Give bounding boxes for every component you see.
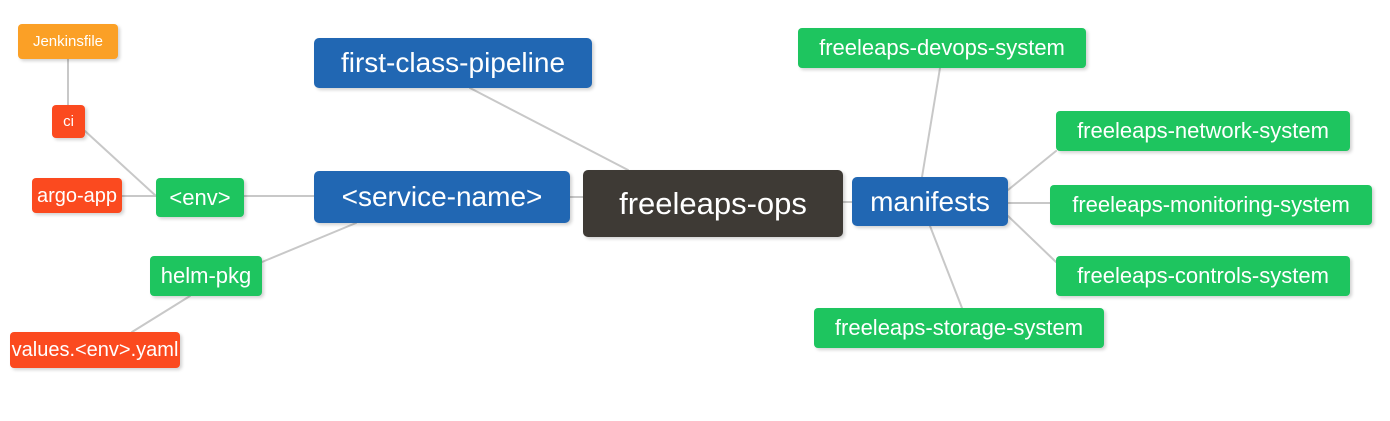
node-first-class-pipeline[interactable]: first-class-pipeline — [314, 38, 592, 88]
node-freeleaps-storage-system[interactable]: freeleaps-storage-system — [814, 308, 1104, 348]
node-env[interactable]: <env> — [156, 178, 244, 217]
node-manifests[interactable]: manifests — [852, 177, 1008, 226]
node-argo-app[interactable]: argo-app — [32, 178, 122, 213]
node-values-yaml[interactable]: values.<env>.yaml — [10, 332, 180, 368]
node-freeleaps-devops-system[interactable]: freeleaps-devops-system — [798, 28, 1086, 68]
node-ci[interactable]: ci — [52, 105, 85, 138]
node-jenkinsfile[interactable]: Jenkinsfile — [18, 24, 118, 59]
edge-manifests-to-freeleaps-network-system — [1007, 150, 1057, 191]
node-service-name[interactable]: <service-name> — [314, 171, 570, 223]
edge-first-class-pipeline-to-freeleaps-ops — [469, 87, 629, 171]
edge-manifests-to-freeleaps-devops-system — [921, 67, 941, 178]
node-freeleaps-network-system[interactable]: freeleaps-network-system — [1056, 111, 1350, 151]
node-freeleaps-monitoring-system[interactable]: freeleaps-monitoring-system — [1050, 185, 1372, 225]
node-freeleaps-ops[interactable]: freeleaps-ops — [583, 170, 843, 237]
edge-manifests-to-freeleaps-storage-system — [929, 225, 963, 309]
node-helm-pkg[interactable]: helm-pkg — [150, 256, 262, 296]
node-freeleaps-controls-system[interactable]: freeleaps-controls-system — [1056, 256, 1350, 296]
edge-manifests-to-freeleaps-controls-system — [1007, 215, 1057, 263]
edge-helm-pkg-to-service-name — [261, 222, 357, 263]
edge-values-yaml-to-helm-pkg — [131, 295, 191, 333]
